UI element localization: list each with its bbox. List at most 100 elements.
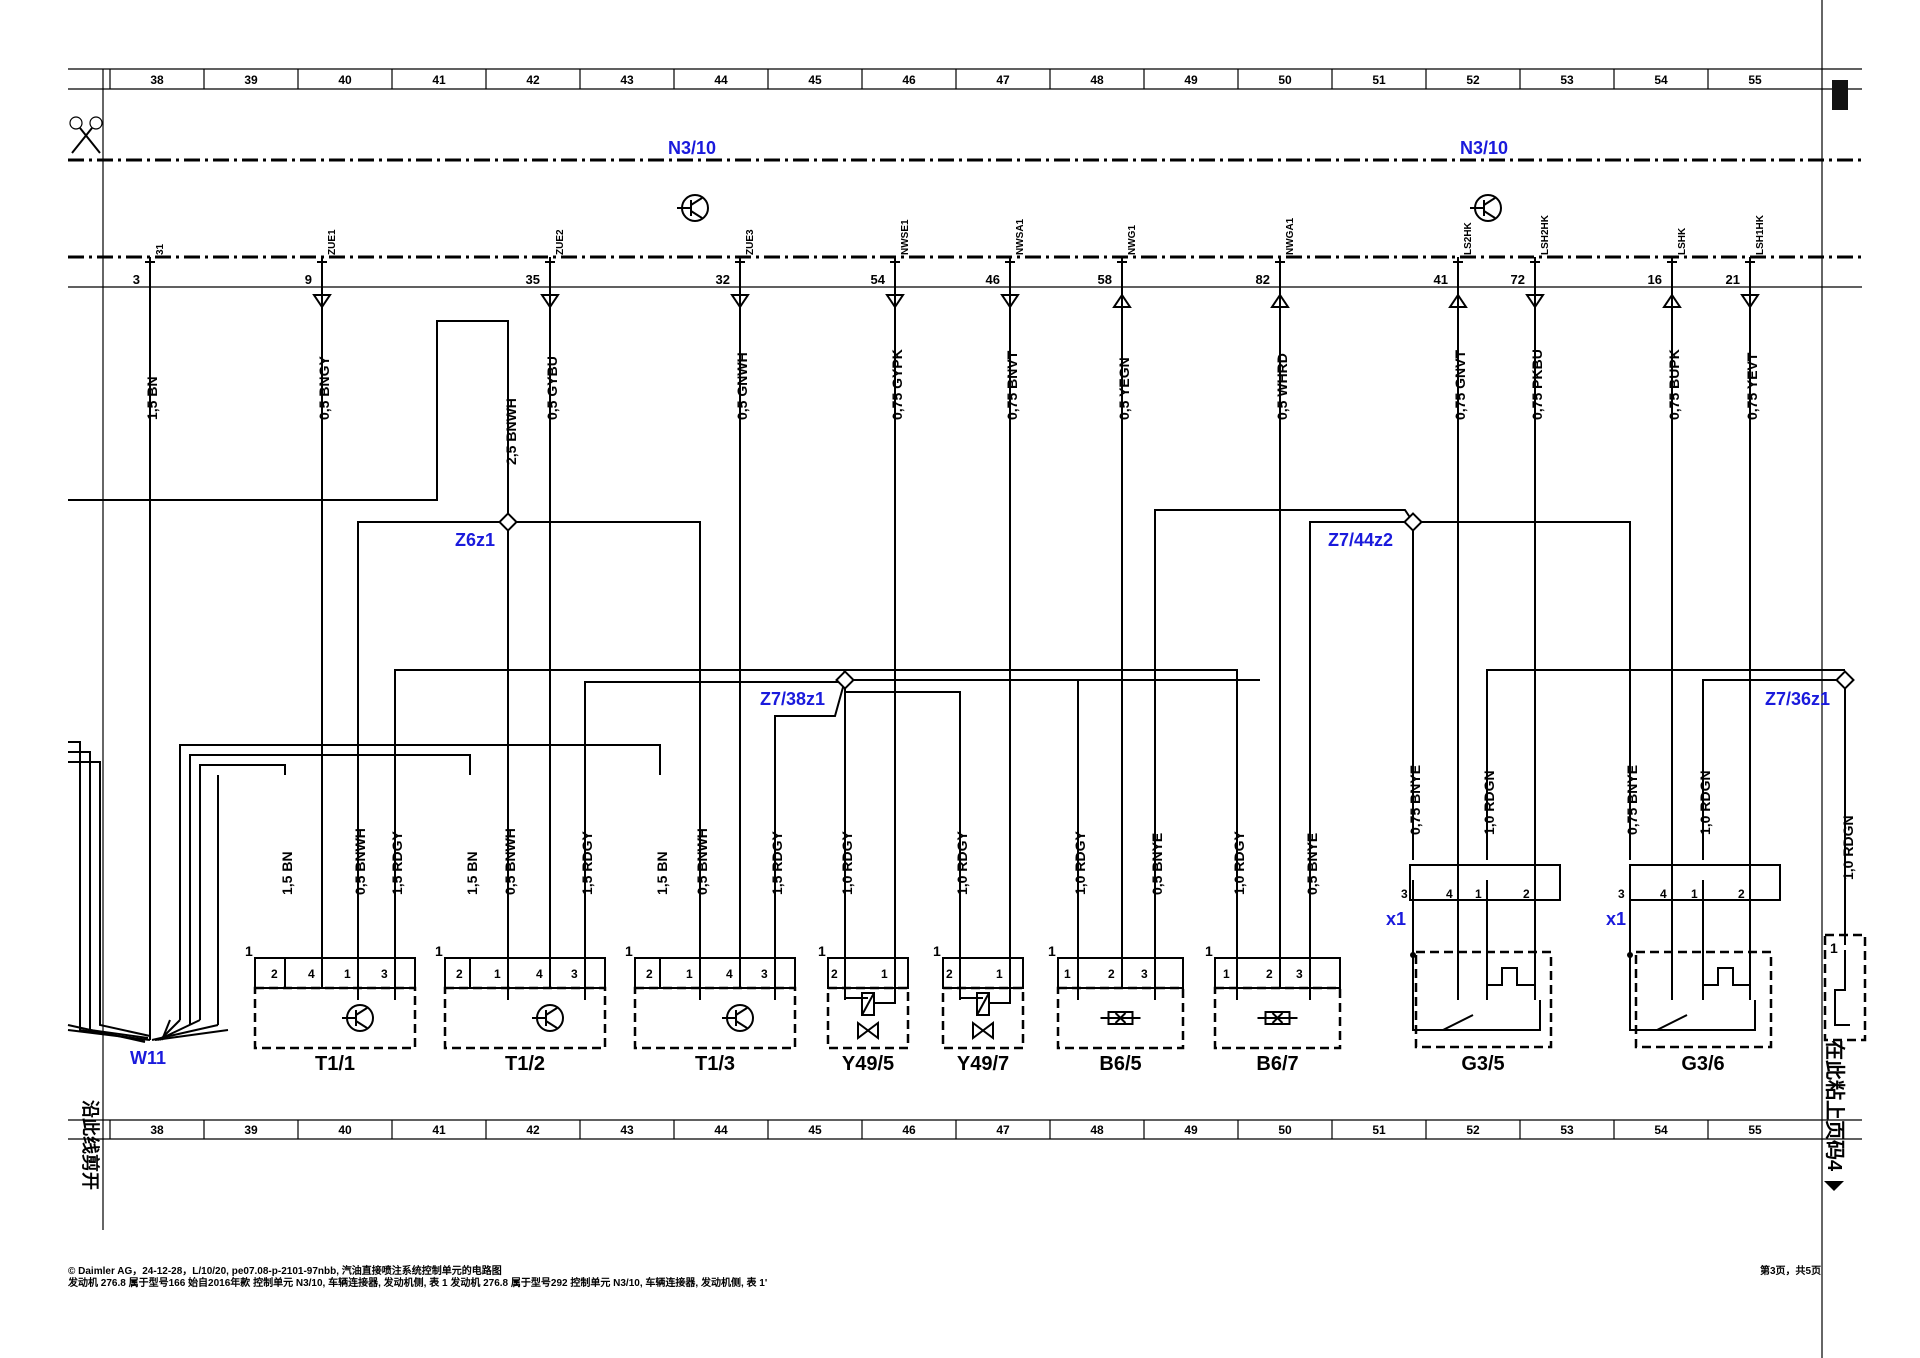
component-name: B6/5 [1099, 1053, 1141, 1075]
wire-label: 1,5 RDGY [389, 831, 405, 895]
pin-number: 3 [571, 967, 578, 981]
wire-label: 0,5 BNYE [1304, 833, 1320, 895]
grid-column-label: 54 [1654, 1123, 1668, 1137]
pin-number: 21 [1726, 272, 1740, 287]
grid-column-label: 49 [1184, 73, 1198, 87]
grid-column-label: 39 [244, 1123, 258, 1137]
sensor-icon [1100, 1011, 1141, 1025]
wire-label: 0,5 BNWH [352, 828, 368, 895]
grid-column-label: 46 [902, 1123, 916, 1137]
pin-number: 2 [646, 967, 653, 981]
wire-label: 0,5 GNWH [734, 352, 750, 420]
grid-column-label: 43 [620, 1123, 634, 1137]
component-name: T1/3 [695, 1053, 735, 1075]
connector-label: x1 [1386, 909, 1406, 929]
component-name: T1/1 [315, 1053, 355, 1075]
pin-number: 3 [381, 967, 388, 981]
grid-column-label: 47 [996, 1123, 1010, 1137]
grid-column-label: 53 [1560, 73, 1574, 87]
grid-column-label: 42 [526, 1123, 540, 1137]
grid-column-label: 38 [150, 73, 164, 87]
splice-label-w11: W11 [130, 1048, 166, 1068]
pin-number: 2 [456, 967, 463, 981]
grid-column-label: 43 [620, 73, 634, 87]
right-margin-text: 在此粘上页码4 [1823, 1040, 1847, 1172]
grid-column-label: 52 [1466, 73, 1480, 87]
wire-label: 1,5 BN [464, 851, 480, 895]
wire-label: 1,0 RDGY [1231, 831, 1247, 895]
pin-number: 3 [133, 272, 140, 287]
page-corner-marker [1832, 80, 1848, 110]
wire-label: 0,75 PKBU [1529, 349, 1545, 420]
pin-number: 72 [1511, 272, 1525, 287]
component-name: G3/6 [1681, 1053, 1724, 1075]
wire-label: 1,5 RDGY [579, 831, 595, 895]
transistor-icon [1470, 194, 1502, 222]
splice-label-z7-38z1: Z7/38z1 [760, 689, 825, 709]
wire-label: 1,5 BN [654, 851, 670, 895]
component-name: Y49/7 [957, 1053, 1009, 1075]
wire-label: 1,0 RDGY [1072, 831, 1088, 895]
edge-wire-label: 1,0 RDGN [1840, 815, 1856, 880]
grid-column-label: 50 [1278, 73, 1292, 87]
sensor-icon [1257, 1011, 1298, 1025]
triangle-down-icon [1824, 1181, 1844, 1191]
pin-signal-name: ZUE1 [327, 229, 338, 255]
pin-signal-name: ZUE3 [745, 229, 756, 255]
pin-number: 9 [305, 272, 312, 287]
valve-icon [844, 988, 896, 1040]
grid-column-label: 53 [1560, 1123, 1574, 1137]
wire-label: 0,5 BNWH [502, 828, 518, 895]
pin-one-label: 1 [245, 943, 253, 959]
harness-wiring [67, 287, 1846, 1043]
pin-signal-name: ZUE2 [555, 229, 566, 255]
pin-signal-name: LSH2HK [1540, 214, 1551, 255]
pin-number: 2 [831, 967, 838, 981]
splice-label-z6z1: Z6z1 [455, 530, 495, 550]
control-unit-label-left: N3/10 [668, 138, 716, 158]
transistor-icon [342, 1004, 374, 1032]
pin-one-label: 1 [1205, 943, 1213, 959]
splice-points [498, 512, 1855, 690]
left-margin-text: 沿此线剪开 [80, 1100, 101, 1190]
pin-signal-name: NWSA1 [1015, 218, 1026, 255]
grid-column-label: 55 [1748, 1123, 1762, 1137]
grid-column-label: 48 [1090, 73, 1104, 87]
pin-signal-name: LSHK [1677, 227, 1688, 255]
pin-signal-name: NWGA1 [1285, 217, 1296, 255]
pin-number: 35 [526, 272, 540, 287]
footer-page: 第3页，共5页 [1760, 1266, 1822, 1277]
pin-number: 1 [881, 967, 888, 981]
grid-column-label: 45 [808, 73, 822, 87]
wire-label: 0,5 BNYE [1149, 833, 1165, 895]
grid-column-label: 50 [1278, 1123, 1292, 1137]
pin-number: 58 [1098, 272, 1112, 287]
pin-number: 4 [726, 967, 733, 981]
wire-label: 0,75 BNYE [1624, 765, 1640, 835]
transistor-icon [532, 1004, 564, 1032]
wire-label: 1,5 BN [144, 376, 160, 420]
grid-column-label: 40 [338, 1123, 352, 1137]
grid-column-label: 47 [996, 73, 1010, 87]
pin-number: 16 [1648, 272, 1662, 287]
pin-signal-name: NWSE1 [900, 219, 911, 255]
grid-column-label: 41 [432, 1123, 446, 1137]
wire-label: 0,75 YEVT [1744, 352, 1760, 420]
grid-column-label: 38 [150, 1123, 164, 1137]
grid-column-label: 41 [432, 73, 446, 87]
grid-column-label: 44 [714, 1123, 728, 1137]
